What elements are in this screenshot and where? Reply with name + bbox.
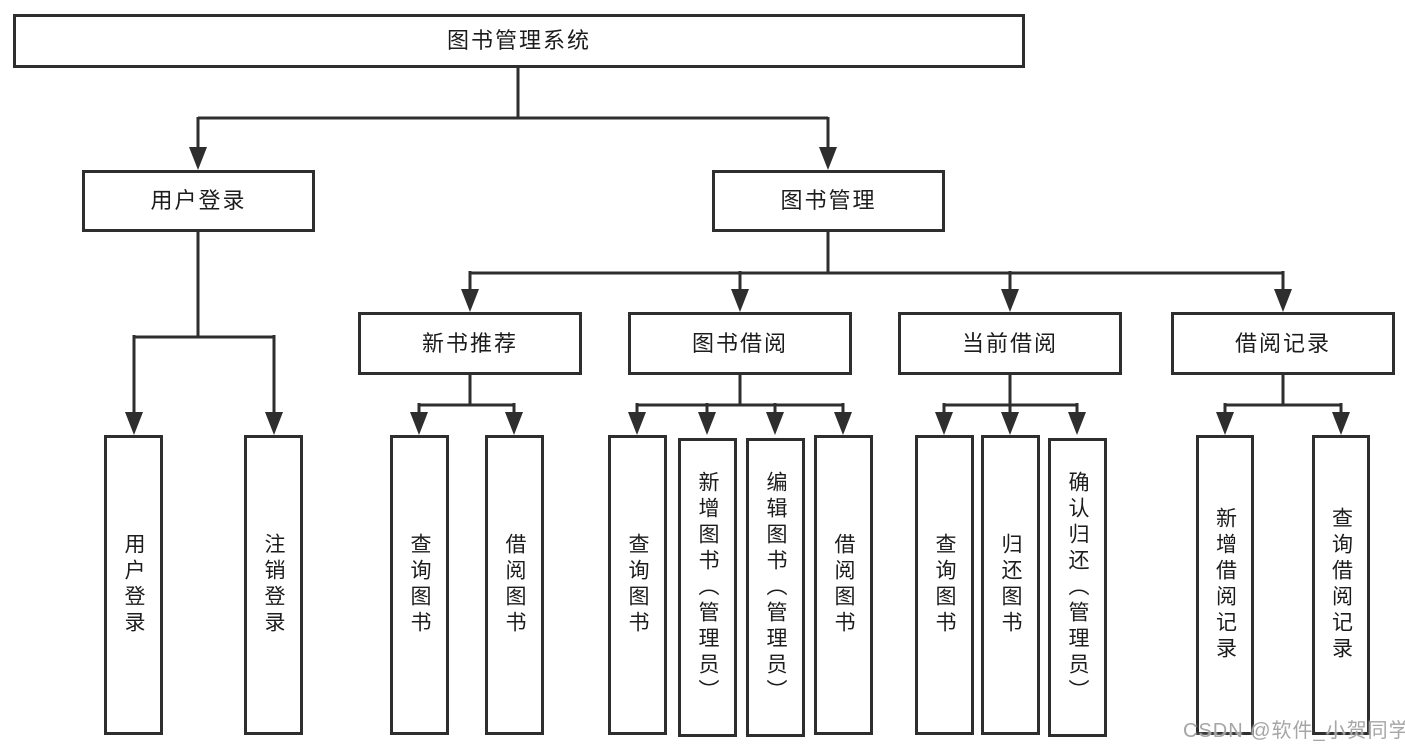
connector-arrowheads [125,147,1350,435]
node-book-borrowing: 图书借阅 [628,312,852,375]
leaf-edit-book-admin: 编辑图书（管理员） [746,438,805,737]
node-borrowing-records: 借阅记录 [1171,312,1395,375]
leaf-borrow-books-2: 借阅图书 [814,435,873,735]
leaf-add-borrow-record: 新增借阅记录 [1196,435,1254,735]
leaf-borrow-books-1: 借阅图书 [485,435,544,735]
node-library-management-system: 图书管理系统 [13,14,1025,68]
leaf-user-login: 用户登录 [104,435,163,735]
watermark: CSDN @软件_小贺同学 [1183,720,1405,742]
connector-lines [132,68,1343,413]
node-user-login: 用户登录 [82,170,315,232]
leaf-query-books-2: 查询图书 [608,435,667,735]
node-book-management: 图书管理 [712,170,945,232]
leaf-logout: 注销登录 [244,435,303,735]
leaf-query-borrow-record: 查询借阅记录 [1312,435,1370,735]
node-new-book-recommendation: 新书推荐 [358,312,582,375]
leaf-return-books: 归还图书 [981,435,1040,735]
leaf-confirm-return-admin: 确认归还（管理员） [1048,438,1107,737]
leaf-add-book-admin: 新增图书（管理员） [678,438,737,737]
leaf-query-books-3: 查询图书 [915,435,974,735]
node-current-borrowing: 当前借阅 [898,312,1122,375]
leaf-query-books-1: 查询图书 [390,435,449,735]
